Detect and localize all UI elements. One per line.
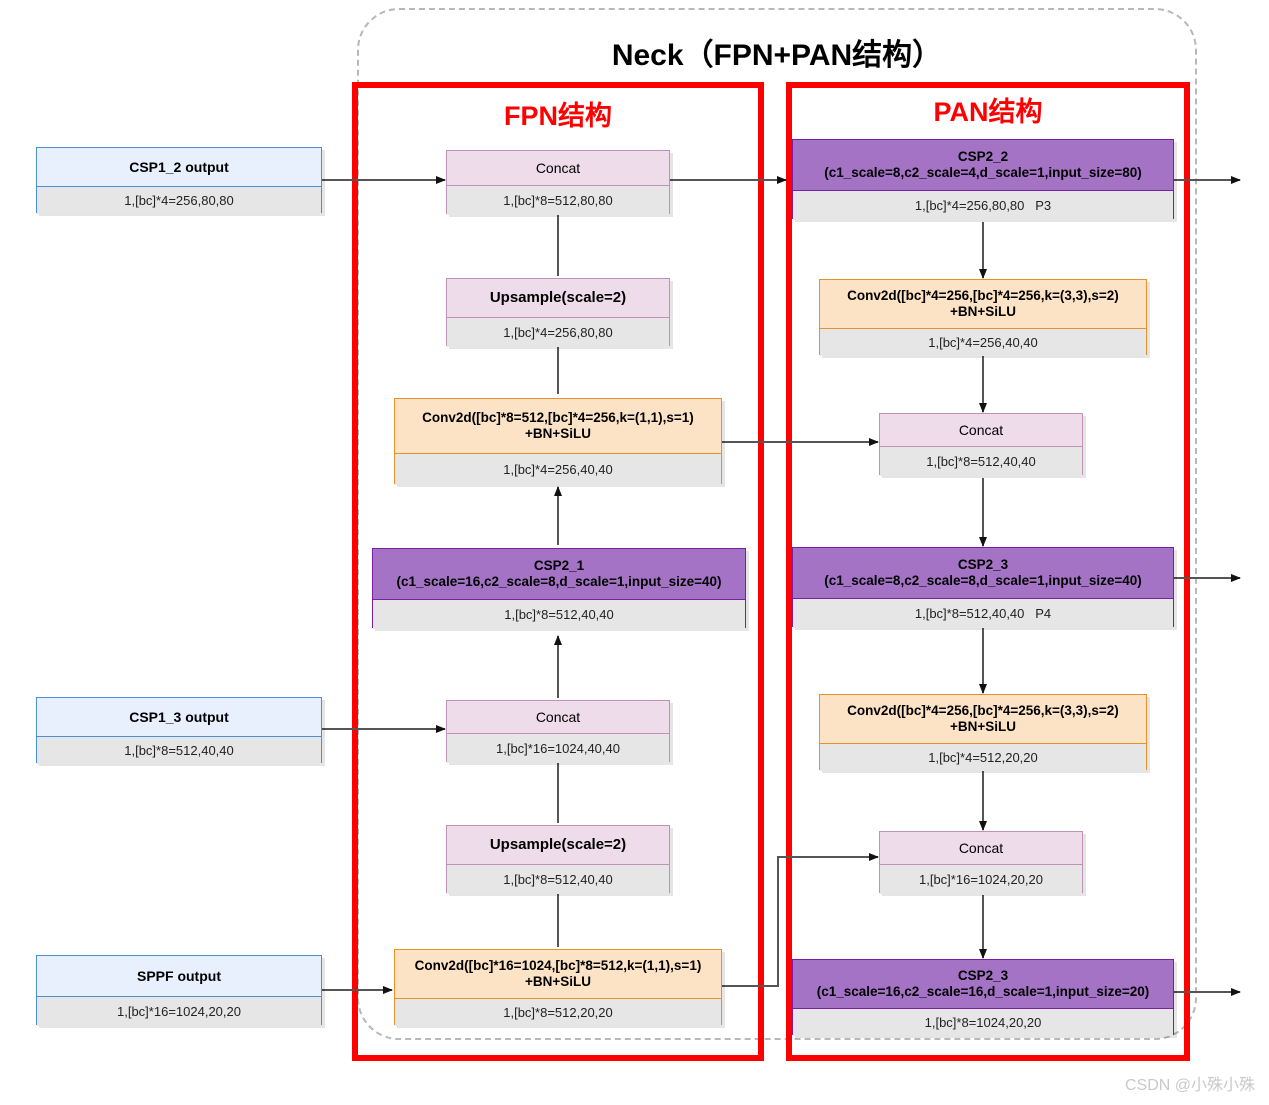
node-subtitle: 1,[bc]*8=512,40,40 (880, 446, 1082, 476)
node-pan-concat-2[interactable]: Concat 1,[bc]*16=1024,20,20 (879, 831, 1083, 894)
pan-section-frame (786, 82, 1190, 1061)
node-subtitle: 1,[bc]*16=1024,20,20 (880, 864, 1082, 894)
node-subtitle: 1,[bc]*4=256,80,80 (447, 317, 669, 347)
node-subtitle: 1,[bc]*4=512,20,20 (820, 743, 1146, 771)
node-csp2-3-bottom[interactable]: CSP2_3 (c1_scale=16,c2_scale=16,d_scale=… (792, 959, 1174, 1036)
fpn-section-title: FPN结构 (504, 101, 612, 131)
node-csp1-2-output[interactable]: CSP1_2 output 1,[bc]*4=256,80,80 (36, 147, 322, 214)
neck-boundary (357, 8, 1197, 1040)
node-title: CSP1_2 output (37, 148, 321, 186)
node-sppf-output[interactable]: SPPF output 1,[bc]*16=1024,20,20 (36, 955, 322, 1026)
node-subtitle: 1,[bc]*4=256,80,80 (37, 186, 321, 214)
node-title: Upsample(scale=2) (447, 279, 669, 317)
node-csp2-2[interactable]: CSP2_2 (c1_scale=8,c2_scale=4,d_scale=1,… (792, 139, 1174, 220)
node-csp2-3-mid[interactable]: CSP2_3 (c1_scale=8,c2_scale=8,d_scale=1,… (792, 547, 1174, 628)
node-title: CSP2_3 (c1_scale=16,c2_scale=16,d_scale=… (793, 960, 1173, 1008)
node-fpn-upsample-1[interactable]: Upsample(scale=2) 1,[bc]*4=256,80,80 (446, 278, 670, 347)
node-subtitle: 1,[bc]*8=512,20,20 (395, 998, 721, 1026)
node-pan-concat-1[interactable]: Concat 1,[bc]*8=512,40,40 (879, 413, 1083, 476)
node-subtitle: 1,[bc]*4=256,40,40 (820, 328, 1146, 356)
node-title: Conv2d([bc]*8=512,[bc]*4=256,k=(1,1),s=1… (395, 399, 721, 453)
node-subtitle: 1,[bc]*16=1024,40,40 (447, 733, 669, 763)
node-fpn-conv-2[interactable]: Conv2d([bc]*16=1024,[bc]*8=512,k=(1,1),s… (394, 949, 722, 1026)
fpn-section-frame (352, 82, 764, 1061)
node-title: Conv2d([bc]*4=256,[bc]*4=256,k=(3,3),s=2… (820, 695, 1146, 743)
node-title: SPPF output (37, 956, 321, 996)
node-title: Upsample(scale=2) (447, 826, 669, 864)
node-csp2-1[interactable]: CSP2_1 (c1_scale=16,c2_scale=8,d_scale=1… (372, 548, 746, 629)
node-csp1-3-output[interactable]: CSP1_3 output 1,[bc]*8=512,40,40 (36, 697, 322, 764)
node-title: CSP2_1 (c1_scale=16,c2_scale=8,d_scale=1… (373, 549, 745, 599)
node-pan-conv-1[interactable]: Conv2d([bc]*4=256,[bc]*4=256,k=(3,3),s=2… (819, 279, 1147, 356)
node-subtitle: 1,[bc]*16=1024,20,20 (37, 996, 321, 1026)
node-pan-conv-2[interactable]: Conv2d([bc]*4=256,[bc]*4=256,k=(3,3),s=2… (819, 694, 1147, 771)
node-title: Concat (447, 151, 669, 185)
node-title: Concat (880, 414, 1082, 446)
node-title: CSP1_3 output (37, 698, 321, 736)
node-subtitle: 1,[bc]*8=512,40,40 P4 (793, 598, 1173, 628)
node-title: Conv2d([bc]*16=1024,[bc]*8=512,k=(1,1),s… (395, 950, 721, 998)
node-title: Concat (880, 832, 1082, 864)
watermark: CSDN @小殊小殊 (1124, 1077, 1255, 1094)
node-subtitle: 1,[bc]*8=512,40,40 (447, 864, 669, 894)
node-title: Concat (447, 701, 669, 733)
node-subtitle: 1,[bc]*8=1024,20,20 (793, 1008, 1173, 1036)
page-title: Neck（FPN+PAN结构） (611, 39, 943, 72)
node-title: Conv2d([bc]*4=256,[bc]*4=256,k=(3,3),s=2… (820, 280, 1146, 328)
node-subtitle: 1,[bc]*8=512,40,40 (37, 736, 321, 764)
node-fpn-concat-1[interactable]: Concat 1,[bc]*8=512,80,80 (446, 150, 670, 215)
node-fpn-conv-1[interactable]: Conv2d([bc]*8=512,[bc]*4=256,k=(1,1),s=1… (394, 398, 722, 485)
node-subtitle: 1,[bc]*8=512,40,40 (373, 599, 745, 629)
pan-section-title: PAN结构 (933, 97, 1043, 127)
node-fpn-concat-2[interactable]: Concat 1,[bc]*16=1024,40,40 (446, 700, 670, 763)
node-subtitle: 1,[bc]*8=512,80,80 (447, 185, 669, 215)
node-subtitle: 1,[bc]*4=256,40,40 (395, 453, 721, 485)
node-title: CSP2_3 (c1_scale=8,c2_scale=8,d_scale=1,… (793, 548, 1173, 598)
node-title: CSP2_2 (c1_scale=8,c2_scale=4,d_scale=1,… (793, 140, 1173, 190)
node-subtitle: 1,[bc]*4=256,80,80 P3 (793, 190, 1173, 220)
node-fpn-upsample-2[interactable]: Upsample(scale=2) 1,[bc]*8=512,40,40 (446, 825, 670, 894)
